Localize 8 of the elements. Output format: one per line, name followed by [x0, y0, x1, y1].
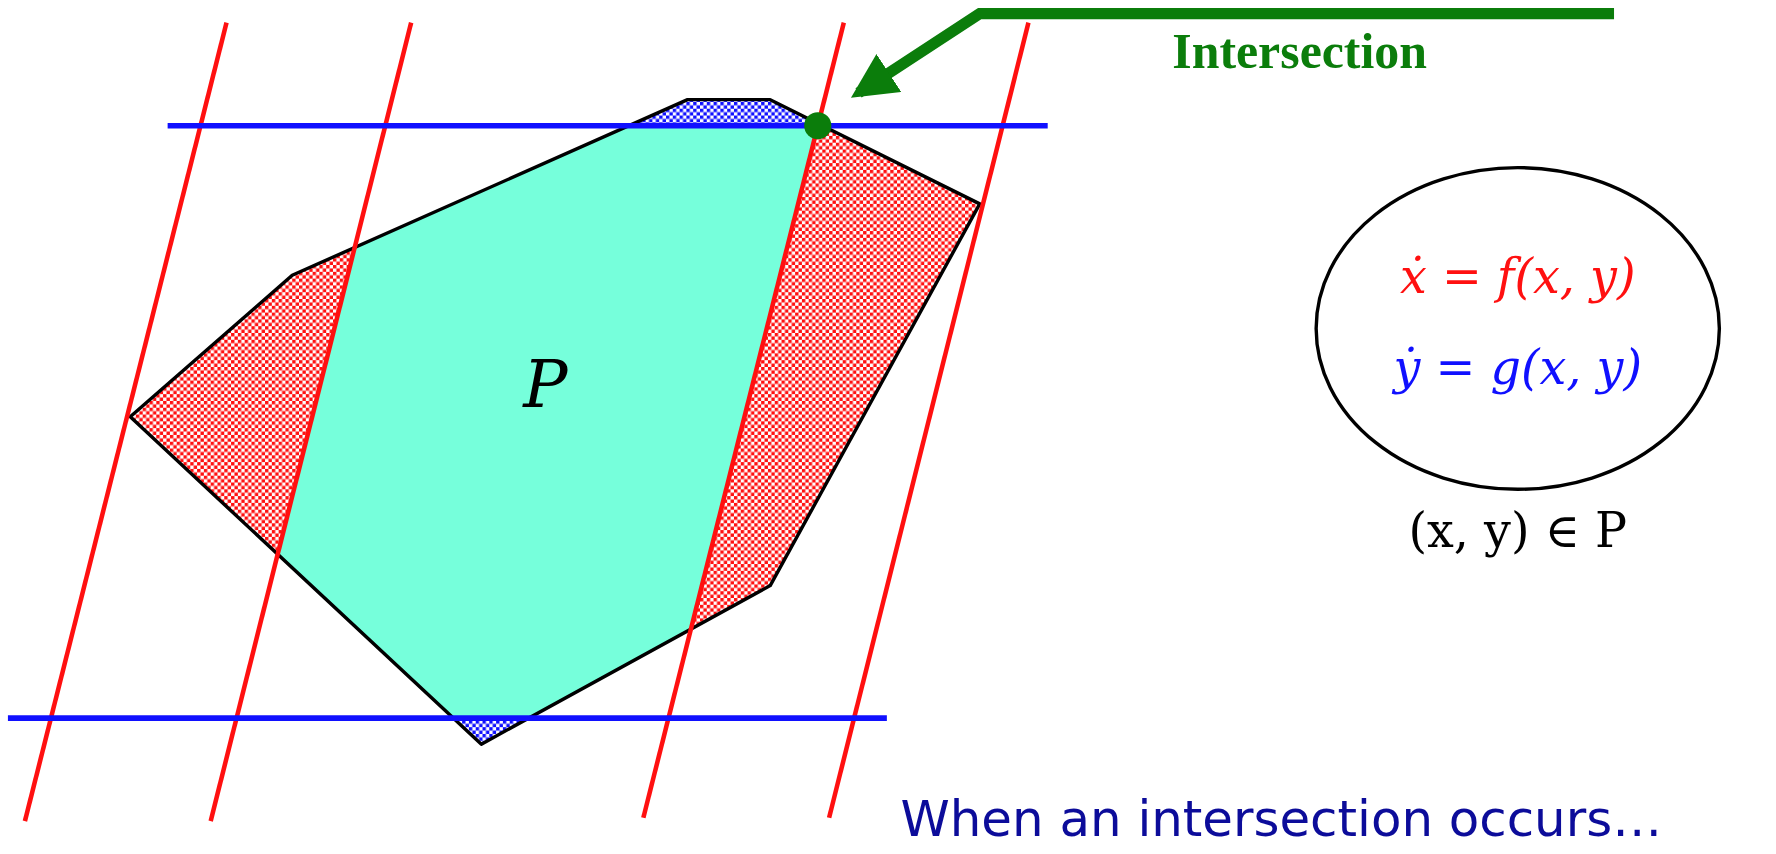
equation: ẋ = f(x, y)	[1398, 249, 1637, 305]
polygon-region	[128, 97, 982, 746]
callout-label: Intersection	[1172, 22, 1427, 81]
domain-condition: (x, y) ∈ P	[1407, 502, 1628, 559]
caption-note: When an intersection occurs…	[900, 789, 1662, 848]
equation: ẏ = g(x, y)	[1391, 339, 1643, 396]
region-label: P	[523, 345, 568, 423]
system-ellipse	[1314, 165, 1722, 491]
